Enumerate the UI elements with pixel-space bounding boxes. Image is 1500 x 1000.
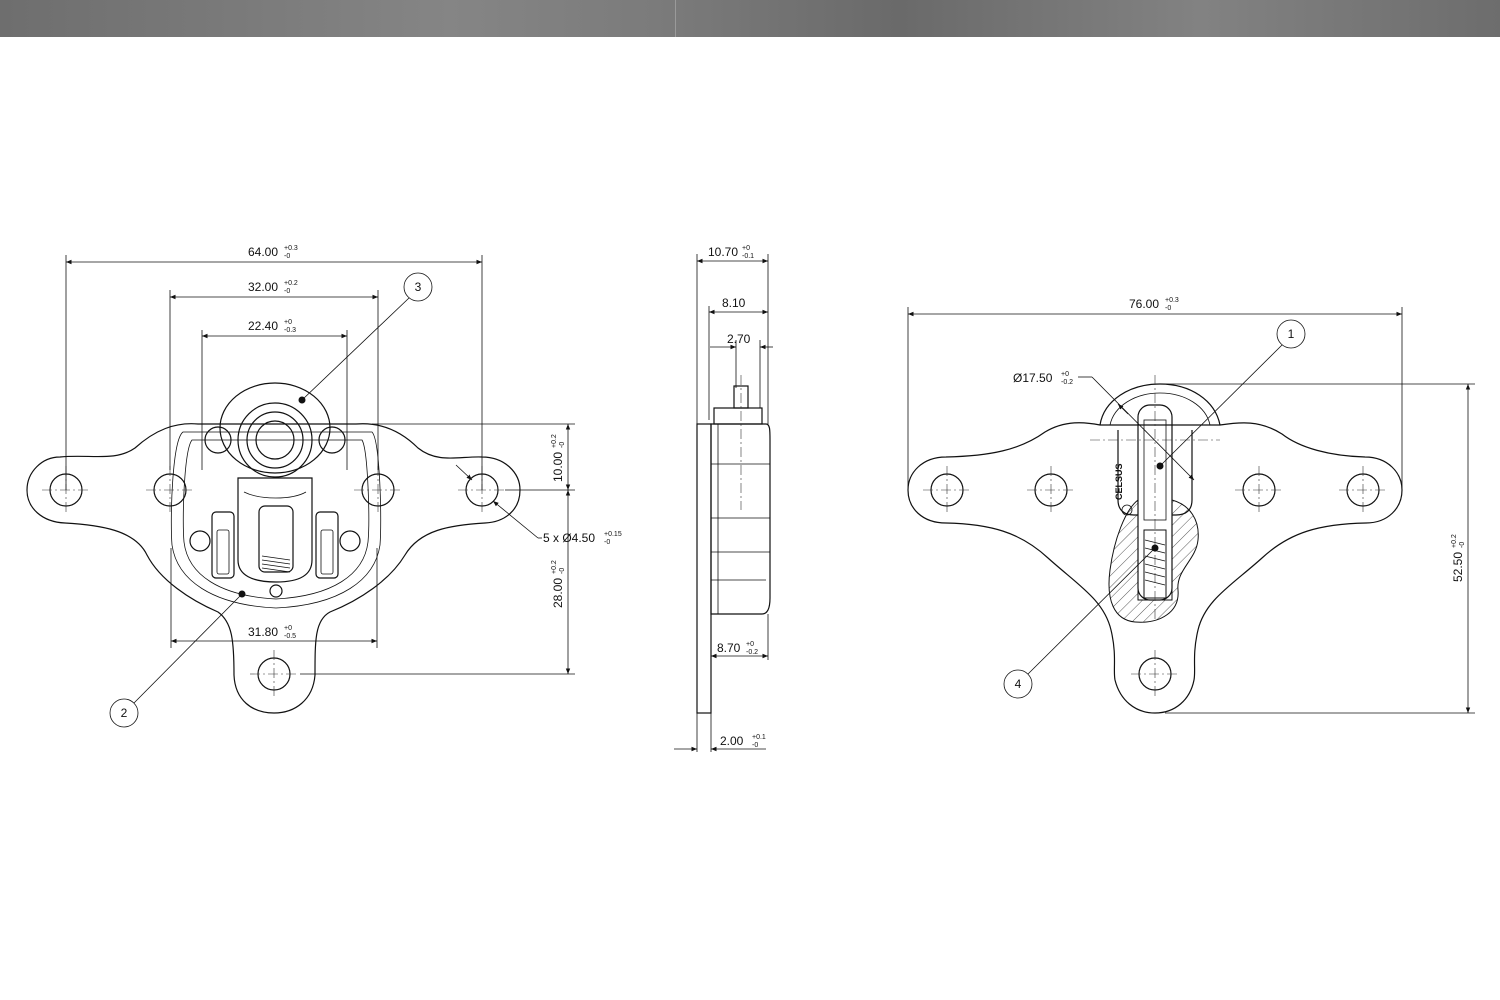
svg-text:-0: -0 <box>559 442 566 448</box>
rear-section-hatch <box>1108 498 1199 623</box>
svg-text:+0.2: +0.2 <box>551 560 558 574</box>
svg-text:+0: +0 <box>284 625 292 632</box>
dim-side-plate-thickness-value: 2.00 <box>720 734 744 748</box>
svg-text:1: 1 <box>1288 327 1295 341</box>
header-banner <box>0 0 1500 37</box>
dim-front-inner-width: 22.40 +0 -0.3 <box>201 319 348 470</box>
svg-text:-0.2: -0.2 <box>746 649 758 656</box>
front-small-hole-right <box>318 426 346 454</box>
front-slot-right-inner <box>320 529 334 575</box>
front-center-ring <box>246 411 304 469</box>
dim-hole-callout: 5 x Ø4.50 +0.15 -0 <box>455 464 622 546</box>
rear-brand-logo-icon <box>1121 504 1133 516</box>
svg-text:+0: +0 <box>742 245 750 252</box>
svg-text:-0.1: -0.1 <box>742 253 754 260</box>
front-plate-outline <box>26 423 521 714</box>
balloon-1: 1 <box>1156 319 1306 470</box>
svg-text:+0: +0 <box>284 319 292 326</box>
svg-text:-0: -0 <box>604 539 610 546</box>
svg-text:+0.3: +0.3 <box>1165 297 1179 304</box>
front-inner-outline <box>170 431 382 609</box>
dim-rear-overall-width: 76.00 +0.3 -0 <box>907 297 1403 490</box>
front-inner-outline-2 <box>182 439 370 600</box>
dim-front-vertical-bottom-value: 28.00 <box>551 578 565 608</box>
svg-text:-0.5: -0.5 <box>284 633 296 640</box>
svg-text:CELSUS: CELSUS <box>1114 463 1124 500</box>
header-divider <box>675 0 676 37</box>
dim-front-body-width: 31.80 +0 -0.5 <box>170 548 378 648</box>
svg-text:+0.15: +0.15 <box>604 531 622 538</box>
front-latch-tongue <box>237 477 313 583</box>
front-latch-slot <box>258 505 294 573</box>
svg-text:-0: -0 <box>752 742 758 749</box>
dim-rear-diameter-value: Ø17.50 <box>1013 371 1053 385</box>
dim-hole-callout-value: 5 x Ø4.50 <box>543 531 595 545</box>
dim-side-total-depth-value: 10.70 <box>708 245 738 259</box>
front-slot-left <box>211 511 235 579</box>
dim-front-vertical: 10.00 +0.2 -0 28.00 +0.2 -0 <box>300 423 575 675</box>
front-pin-hole <box>269 584 283 598</box>
svg-text:-0: -0 <box>1165 305 1171 312</box>
dim-side-depth-3-value: 2.70 <box>727 332 751 346</box>
front-center-ring-outer <box>237 402 313 478</box>
front-center-hole <box>255 420 295 460</box>
front-view: 64.00 +0.3 -0 32.00 +0.2 -0 22.40 +0 -0.… <box>26 245 622 728</box>
front-top-boss <box>219 382 331 474</box>
dim-rear-height: 52.50 +0.2 -0 <box>1160 383 1475 714</box>
rear-center-marks <box>923 375 1387 698</box>
svg-text:-0.2: -0.2 <box>1061 379 1073 386</box>
side-body <box>710 423 771 615</box>
svg-text:-0: -0 <box>284 253 290 260</box>
dim-side-total-depth: 10.70 +0 -0.1 <box>696 245 769 424</box>
svg-text:+0: +0 <box>746 641 754 648</box>
rear-brand-mark: CELSUS <box>1114 463 1124 500</box>
dim-front-body-width-value: 31.80 <box>248 625 278 639</box>
front-small-hole-low-left <box>189 530 211 552</box>
svg-text:+0.2: +0.2 <box>284 280 298 287</box>
front-slot-right <box>315 511 339 579</box>
dim-front-vertical-top-value: 10.00 <box>551 452 565 482</box>
svg-text:-0: -0 <box>284 288 290 295</box>
svg-text:+0.3: +0.3 <box>284 245 298 252</box>
balloon-4: 4 <box>1003 544 1159 699</box>
svg-text:+0.2: +0.2 <box>1451 534 1458 548</box>
dim-side-body-depth: 8.70 +0 -0.2 <box>710 614 769 660</box>
dim-rear-diameter: Ø17.50 +0 -0.2 <box>1013 371 1195 481</box>
svg-text:+0.2: +0.2 <box>551 434 558 448</box>
svg-text:2: 2 <box>121 706 128 720</box>
dim-front-inner-width-value: 22.40 <box>248 319 278 333</box>
front-small-hole-left <box>204 426 232 454</box>
rear-view: CELSUS 76.00 +0.3 -0 <box>907 297 1475 714</box>
svg-text:+0: +0 <box>1061 371 1069 378</box>
dim-side-depth-3: 2.70 <box>710 332 773 408</box>
side-plate <box>696 423 712 714</box>
front-small-hole-low-right <box>339 530 361 552</box>
svg-text:+0.1: +0.1 <box>752 734 766 741</box>
balloon-2: 2 <box>109 590 246 728</box>
svg-text:4: 4 <box>1015 677 1022 691</box>
front-latch-curve <box>243 491 307 499</box>
dim-side-body-depth-value: 8.70 <box>717 641 741 655</box>
front-slot-left-inner <box>216 529 230 575</box>
svg-text:-0: -0 <box>559 568 566 574</box>
svg-text:3: 3 <box>415 280 422 294</box>
dim-side-depth-2: 8.10 <box>708 296 768 420</box>
side-boss <box>713 407 763 425</box>
svg-text:-0.3: -0.3 <box>284 327 296 334</box>
dim-front-overall-width: 64.00 +0.3 -0 <box>65 245 483 490</box>
dim-rear-height-value: 52.50 <box>1451 552 1465 582</box>
dim-side-depth-2-value: 8.10 <box>722 296 746 310</box>
svg-text:-0: -0 <box>1459 542 1466 548</box>
rear-plate-outline <box>907 422 1403 714</box>
balloon-3: 3 <box>298 272 433 404</box>
front-latch-spring <box>261 555 291 573</box>
dim-side-plate-thickness: 2.00 +0.1 -0 <box>674 713 766 752</box>
dim-front-hole-span-value: 32.00 <box>248 280 278 294</box>
side-view: 10.70 +0 -0.1 8.10 2.70 8.70 +0 -0.2 <box>674 245 773 752</box>
dim-front-hole-span: 32.00 +0.2 -0 <box>169 280 379 470</box>
dim-rear-overall-width-value: 76.00 <box>1129 297 1159 311</box>
dim-front-overall-width-value: 64.00 <box>248 245 278 259</box>
